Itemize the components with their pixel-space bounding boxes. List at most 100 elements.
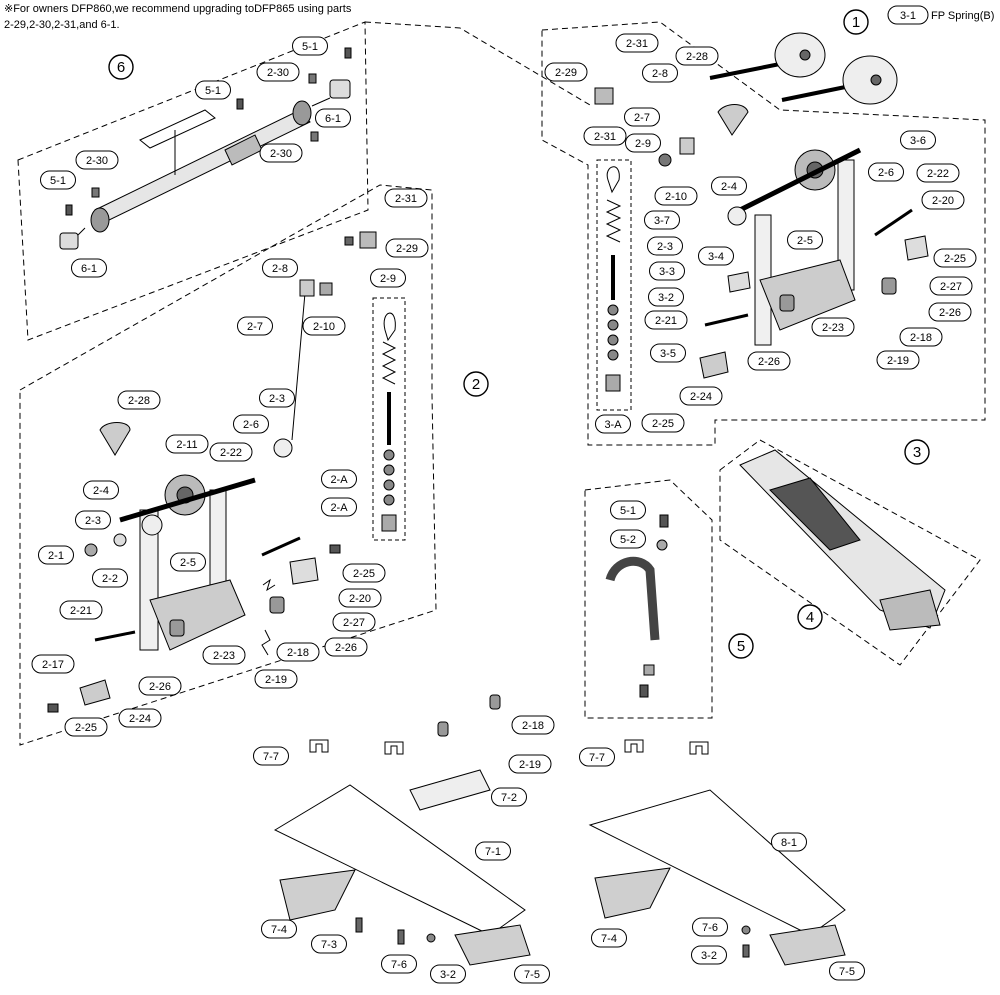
bearing-2-3 xyxy=(141,514,163,536)
thumb-2-18 xyxy=(269,596,285,614)
callout-oval xyxy=(118,708,162,728)
callout-l68: 3-A xyxy=(595,414,631,434)
callout-text: 3-6 xyxy=(910,135,926,147)
callout-l83: 8-1 xyxy=(771,832,807,852)
callout-l66: 2-26 xyxy=(747,351,791,371)
callout-text: 7-7 xyxy=(263,751,279,763)
setscrew-2-30-b xyxy=(308,73,317,84)
callout-text: 2-18 xyxy=(910,332,932,344)
group-circle-g2 xyxy=(463,371,489,397)
base-plate-8-1 xyxy=(588,789,846,936)
callout-l43: 2-7 xyxy=(624,107,660,127)
pad-8-7-4 xyxy=(594,867,671,919)
nut-2-1 xyxy=(84,543,98,557)
callout-oval xyxy=(324,637,368,657)
callout-l1: 5-1 xyxy=(292,36,328,56)
callout-l7: 5-1 xyxy=(40,170,76,190)
callout-text: 2-26 xyxy=(149,681,171,693)
callout-oval xyxy=(698,246,734,266)
bolt-5-1-chain xyxy=(659,514,669,528)
callout-text: 2-31 xyxy=(395,193,417,205)
callout-l85: 7-6 xyxy=(692,917,728,937)
callout-l13: 2-7 xyxy=(237,316,273,336)
callout-text: 2-6 xyxy=(878,167,894,179)
callout-text: 2-6 xyxy=(243,419,259,431)
callout-oval xyxy=(370,268,406,288)
bolt-2-10 xyxy=(319,282,333,296)
callout-text: 2-25 xyxy=(652,418,674,430)
callout-text: 2-2 xyxy=(102,573,118,585)
callout-text: 3-2 xyxy=(440,969,456,981)
callout-text: 2-3 xyxy=(657,241,673,253)
bar-7-2 xyxy=(409,769,491,811)
callout-text: 7-5 xyxy=(839,966,855,978)
spring-coil-3 xyxy=(605,199,622,243)
group-circle-g6 xyxy=(108,54,134,80)
header-caption: FP Spring(B) xyxy=(931,10,994,22)
callout-l80: 3-2 xyxy=(430,964,466,984)
callout-oval xyxy=(647,236,683,256)
callout-l23: 2-2 xyxy=(92,568,128,588)
callout-oval xyxy=(259,388,295,408)
callout-oval xyxy=(900,130,936,150)
callout-l67: 2-24 xyxy=(679,386,723,406)
callout-oval xyxy=(170,552,206,572)
callout-l10: 2-29 xyxy=(385,238,429,258)
callout-l70: 5-1 xyxy=(610,500,646,520)
callout-l42: 2-28 xyxy=(675,46,719,66)
clamp-3-2-29 xyxy=(594,87,614,105)
callout-oval xyxy=(648,287,684,307)
right-shaft-end xyxy=(311,97,331,107)
screw-7-3 xyxy=(355,917,363,933)
callout-l52: 2-20 xyxy=(921,190,965,210)
plate-2-27 xyxy=(289,557,319,585)
group-6-connector xyxy=(364,21,591,106)
callout-text: 5-2 xyxy=(620,534,636,546)
callout-text: 7-6 xyxy=(702,922,718,934)
callout-l63: 2-18 xyxy=(899,327,943,347)
group-6-parts xyxy=(59,47,352,250)
spring-hook-3 xyxy=(606,166,620,194)
callout-text: 2-22 xyxy=(927,168,949,180)
callout-text: 3-5 xyxy=(660,348,676,360)
group-5-parts xyxy=(605,514,669,698)
shaft-cover xyxy=(139,109,216,149)
callout-text: 7-5 xyxy=(524,969,540,981)
callout-text: 7-4 xyxy=(601,933,617,945)
group-number-g6: 6 xyxy=(117,59,125,76)
callout-oval xyxy=(711,176,747,196)
callout-oval xyxy=(679,386,723,406)
group-number-g3: 3 xyxy=(913,444,921,461)
callout-oval xyxy=(876,350,920,370)
callout-text: 2-5 xyxy=(797,235,813,247)
group-boundaries xyxy=(17,21,986,746)
chain-guard-3 xyxy=(717,104,749,136)
group-2-boundary xyxy=(19,184,437,746)
linkage-rod xyxy=(291,292,306,441)
callout-l87: 7-5 xyxy=(829,961,865,981)
callout-l33: 2-18 xyxy=(276,642,320,662)
left-joint xyxy=(90,207,110,233)
bolt-5-1-c xyxy=(344,47,352,59)
callout-oval xyxy=(933,248,977,268)
callout-text: 2-28 xyxy=(686,51,708,63)
callout-oval xyxy=(261,919,297,939)
spring-column-frame-3 xyxy=(596,159,632,411)
spring-2-26 xyxy=(262,578,276,592)
callout-l64: 3-5 xyxy=(650,343,686,363)
beater-head-2 xyxy=(842,55,898,105)
callout-oval xyxy=(321,469,357,489)
callout-l5: 2-30 xyxy=(75,150,119,170)
callout-oval xyxy=(75,510,111,530)
callout-text: 2-9 xyxy=(635,138,651,150)
washer-1 xyxy=(383,449,395,461)
clip-7-7-a xyxy=(309,739,329,753)
callout-oval xyxy=(332,612,376,632)
callout-text: 2-9 xyxy=(380,273,396,285)
spring-hook xyxy=(383,312,396,342)
callout-oval xyxy=(256,62,300,82)
bolt-5-1-b xyxy=(236,98,244,110)
callout-l44: 2-31 xyxy=(583,126,627,146)
bolt-3-2-21 xyxy=(704,313,749,327)
callout-l62: 2-23 xyxy=(811,317,855,337)
